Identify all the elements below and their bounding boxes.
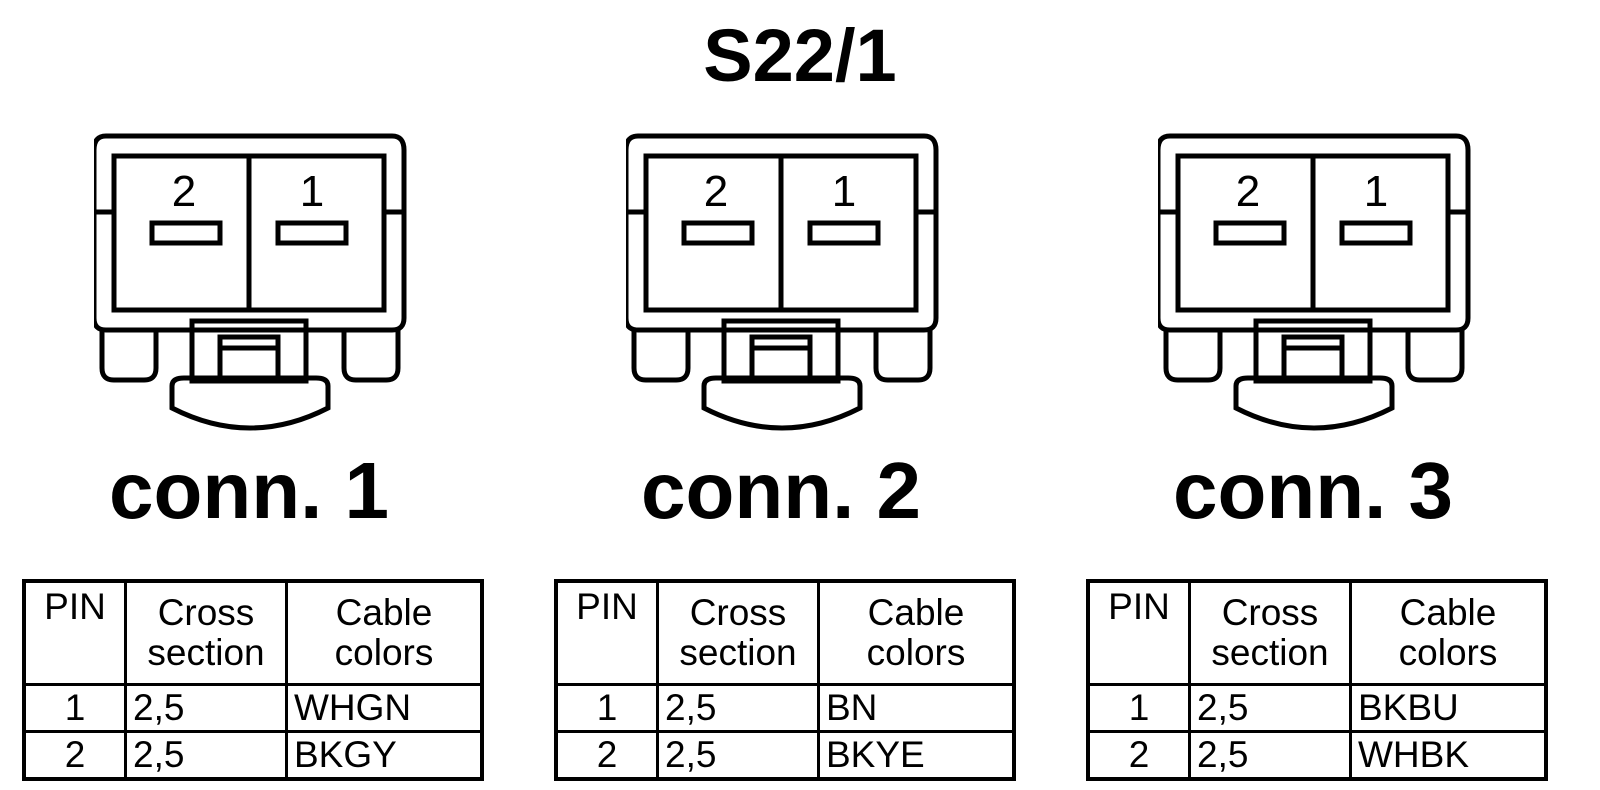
pin-cell: 1 xyxy=(1086,683,1191,733)
connector-1-drawing: 2 1 xyxy=(94,133,407,431)
latch-base xyxy=(721,318,841,384)
connector-3-drawing: 2 1 xyxy=(1158,133,1471,431)
table-row: 1 2,5 BN xyxy=(554,683,1016,733)
cable-color-cell: WHBK xyxy=(1349,730,1548,781)
pin-cell: 2 xyxy=(22,730,127,781)
header-cross-section: Cross section xyxy=(124,579,288,686)
pin-1-contact xyxy=(1339,220,1413,246)
cross-section-cell: 2,5 xyxy=(124,730,288,781)
pin-2-contact xyxy=(149,220,223,246)
cable-color-cell: BKGY xyxy=(285,730,484,781)
header-cable-colors: Cable colors xyxy=(1349,579,1548,686)
left-foot xyxy=(1163,330,1223,383)
cross-section-cell: 2,5 xyxy=(656,683,820,733)
connector-label: conn. 2 xyxy=(640,446,922,535)
pin-table-3: PIN Cross section Cable colors 1 2,5 BKB… xyxy=(1086,579,1548,781)
pin-2-contact xyxy=(681,220,755,246)
table-row: 1 2,5 BKBU xyxy=(1086,683,1548,733)
connector-label: conn. 3 xyxy=(1172,446,1454,535)
cross-section-cell: 2,5 xyxy=(124,683,288,733)
latch-inner-slot xyxy=(1281,334,1345,378)
cable-color-cell: WHGN xyxy=(285,683,484,733)
pin-cell: 1 xyxy=(554,683,659,733)
pin-number-label: 1 xyxy=(1364,167,1388,216)
cable-color-cell: BKBU xyxy=(1349,683,1548,733)
pin-number-label: 1 xyxy=(832,167,856,216)
latch-inner-slot xyxy=(749,334,813,378)
pin-number-label: 2 xyxy=(704,167,728,216)
header-pin: PIN xyxy=(554,579,659,686)
latch-base xyxy=(1253,318,1373,384)
right-foot xyxy=(1405,330,1465,383)
connector-2: 2 1 conn. 2 xyxy=(626,0,1146,790)
header-pin: PIN xyxy=(1086,579,1191,686)
pin-table-2: PIN Cross section Cable colors 1 2,5 BN … xyxy=(554,579,1016,781)
connector-2-drawing: 2 1 xyxy=(626,133,939,431)
connector-3: 2 1 conn. 3 xyxy=(1158,0,1600,790)
cable-color-cell: BKYE xyxy=(817,730,1016,781)
diagram-title: S22/1 xyxy=(703,14,897,97)
right-foot xyxy=(873,330,933,383)
pin-cell: 2 xyxy=(554,730,659,781)
connector-1: 2 1 conn. 1 xyxy=(94,0,614,790)
pin-table-1: PIN Cross section Cable colors 1 2,5 WHG… xyxy=(22,579,484,781)
header-cross-section: Cross section xyxy=(656,579,820,686)
left-foot xyxy=(631,330,691,383)
left-foot xyxy=(99,330,159,383)
table-row: 1 2,5 WHGN xyxy=(22,683,484,733)
pin-1-contact xyxy=(807,220,881,246)
header-cross-section: Cross section xyxy=(1188,579,1352,686)
header-pin: PIN xyxy=(22,579,127,686)
pin-1-contact xyxy=(275,220,349,246)
cross-section-cell: 2,5 xyxy=(656,730,820,781)
header-cable-colors: Cable colors xyxy=(285,579,484,686)
right-foot xyxy=(341,330,401,383)
latch-base xyxy=(189,318,309,384)
latch-tab xyxy=(701,375,863,431)
cable-color-cell: BN xyxy=(817,683,1016,733)
header-cable-colors: Cable colors xyxy=(817,579,1016,686)
pin-number-label: 2 xyxy=(1236,167,1260,216)
pin-cell: 1 xyxy=(22,683,127,733)
latch-inner-slot xyxy=(217,334,281,378)
pin-cell: 2 xyxy=(1086,730,1191,781)
cross-section-cell: 2,5 xyxy=(1188,683,1352,733)
connector-label: conn. 1 xyxy=(108,446,390,535)
cross-section-cell: 2,5 xyxy=(1188,730,1352,781)
connector-housing xyxy=(1158,133,1471,333)
latch-tab xyxy=(1233,375,1395,431)
table-row: 2 2,5 BKYE xyxy=(554,730,1016,781)
table-row: 2 2,5 WHBK xyxy=(1086,730,1548,781)
pin-number-label: 2 xyxy=(172,167,196,216)
connector-housing xyxy=(94,133,407,333)
pin-2-contact xyxy=(1213,220,1287,246)
latch-tab xyxy=(169,375,331,431)
table-row: 2 2,5 BKGY xyxy=(22,730,484,781)
pin-number-label: 1 xyxy=(300,167,324,216)
connector-housing xyxy=(626,133,939,333)
